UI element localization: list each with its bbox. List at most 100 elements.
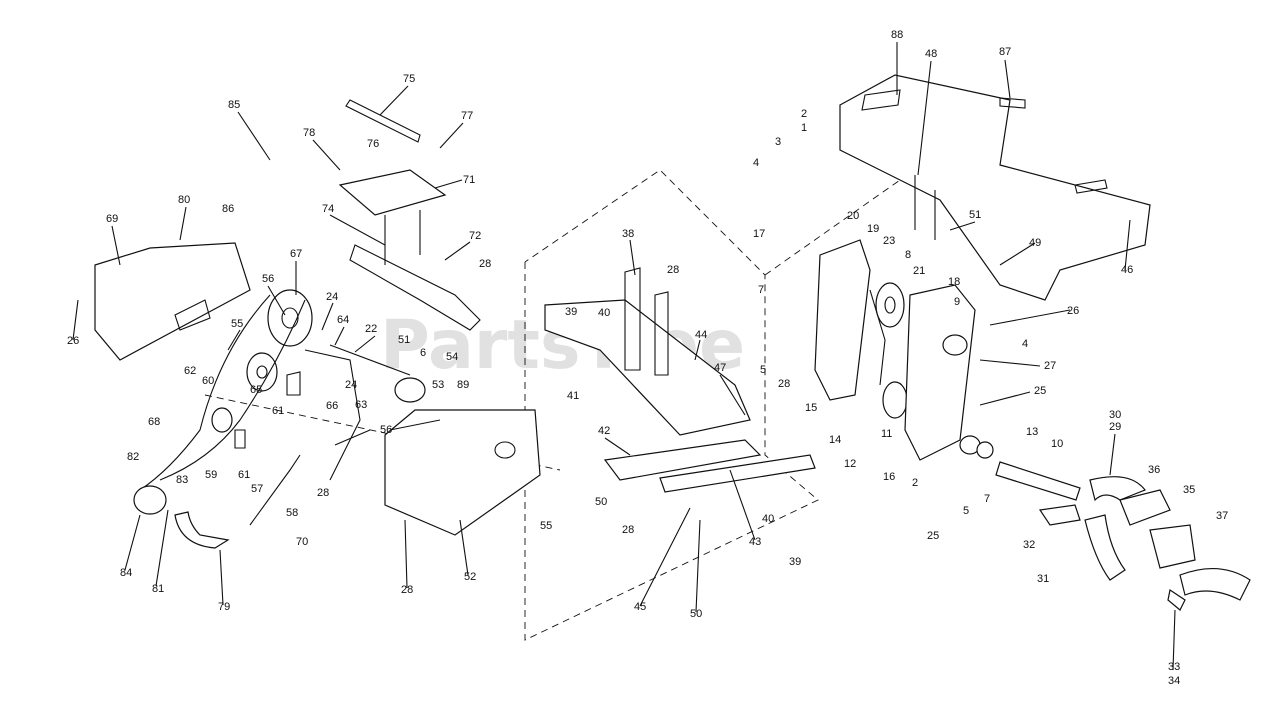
part-label: 67 [290, 248, 302, 260]
part-label: 32 [1023, 539, 1035, 551]
part-label: 17 [753, 228, 765, 240]
part-label: 72 [469, 230, 481, 242]
part-label: 53 [432, 379, 444, 391]
part-label: 36 [1148, 464, 1160, 476]
part-label: 30 [1109, 409, 1121, 421]
part-label: 86 [222, 203, 234, 215]
part-label: 5 [760, 364, 766, 376]
part-label: 56 [380, 424, 392, 436]
part-label: 24 [326, 291, 338, 303]
part-label: 39 [565, 306, 577, 318]
part-label: 19 [867, 223, 879, 235]
part-label: 38 [622, 228, 634, 240]
part-label: 45 [634, 601, 646, 613]
part-label: 12 [844, 458, 856, 470]
part-label: 50 [595, 496, 607, 508]
part-label: 40 [762, 513, 774, 525]
part-label: 61 [238, 469, 250, 481]
part-label: 82 [127, 451, 139, 463]
part-label: 87 [999, 46, 1011, 58]
leader-lines [72, 42, 1176, 671]
part-label: 68 [148, 416, 160, 428]
part-label: 48 [925, 48, 937, 60]
part-label: 28 [667, 264, 679, 276]
part-label: 43 [749, 536, 761, 548]
part-label: 83 [176, 474, 188, 486]
part-label: 49 [1029, 237, 1041, 249]
transmission-housing-left [384, 409, 541, 536]
part-label: 56 [262, 273, 274, 285]
part-label: 74 [322, 203, 334, 215]
part-label: 7 [984, 493, 990, 505]
part-label: 59 [205, 469, 217, 481]
part-label: 78 [303, 127, 315, 139]
part-label: 63 [355, 399, 367, 411]
part-label: 33 [1168, 661, 1180, 673]
part-label: 31 [1037, 573, 1049, 585]
part-label: 24 [345, 379, 357, 391]
part-label: 11 [881, 428, 892, 440]
part-label: 21 [913, 265, 925, 277]
part-label: 64 [337, 314, 349, 326]
part-label: 8 [905, 249, 911, 261]
part-label: 40 [598, 307, 610, 319]
part-label: 7 [758, 284, 764, 296]
part-label: 66 [326, 400, 338, 412]
part-label: 62 [184, 365, 196, 377]
part-label: 14 [829, 434, 841, 446]
part-label: 51 [398, 334, 410, 346]
part-label: 25 [927, 530, 939, 542]
part-label: 6 [420, 347, 426, 359]
part-label: 25 [1034, 385, 1046, 397]
part-label: 28 [778, 378, 790, 390]
part-label: 5 [963, 505, 969, 517]
part-label: 47 [714, 362, 726, 374]
part-label: 70 [296, 536, 308, 548]
part-labels: 88 48 87 85 75 77 76 78 71 86 80 74 69 7… [67, 29, 1228, 687]
part-label: 85 [228, 99, 240, 111]
part-label: 61 [272, 405, 284, 417]
part-label: 50 [690, 608, 702, 620]
part-label: 29 [1109, 421, 1121, 433]
part-label: 80 [178, 194, 190, 206]
belt-guard-cover [94, 242, 251, 361]
part-label: 13 [1026, 426, 1038, 438]
part-label: 77 [461, 110, 473, 122]
part-label: 76 [367, 138, 379, 150]
part-label: 4 [1022, 338, 1028, 350]
part-label: 55 [540, 520, 552, 532]
part-label: 9 [954, 296, 960, 308]
part-label: 16 [883, 471, 895, 483]
chain-case [814, 239, 994, 461]
part-label: 65 [250, 384, 262, 396]
handle-bracket [338, 99, 481, 331]
part-label: 10 [1051, 438, 1063, 450]
part-label: 35 [1183, 484, 1195, 496]
part-label: 42 [598, 425, 610, 437]
part-label: 2 [912, 477, 918, 489]
part-label: 3 [775, 136, 781, 148]
part-label: 44 [695, 329, 707, 341]
tine-assembly [995, 461, 1251, 611]
idler-and-control-linkage [234, 344, 426, 526]
part-label: 51 [969, 209, 981, 221]
part-label: 88 [891, 29, 903, 41]
part-label: 79 [218, 601, 230, 613]
part-label: 46 [1121, 264, 1133, 276]
part-label: 15 [805, 402, 817, 414]
part-label: 1 [801, 122, 807, 134]
part-label: 57 [251, 483, 263, 495]
part-label: 69 [106, 213, 118, 225]
part-label: 54 [446, 351, 458, 363]
part-label: 20 [847, 210, 859, 222]
part-label: 27 [1044, 360, 1056, 372]
part-label: 23 [883, 235, 895, 247]
dashed-frames [204, 165, 901, 641]
part-label: 89 [457, 379, 469, 391]
part-label: 52 [464, 571, 476, 583]
part-label: 58 [286, 507, 298, 519]
part-label: 22 [365, 323, 377, 335]
part-label: 75 [403, 73, 415, 85]
part-label: 26 [67, 335, 79, 347]
